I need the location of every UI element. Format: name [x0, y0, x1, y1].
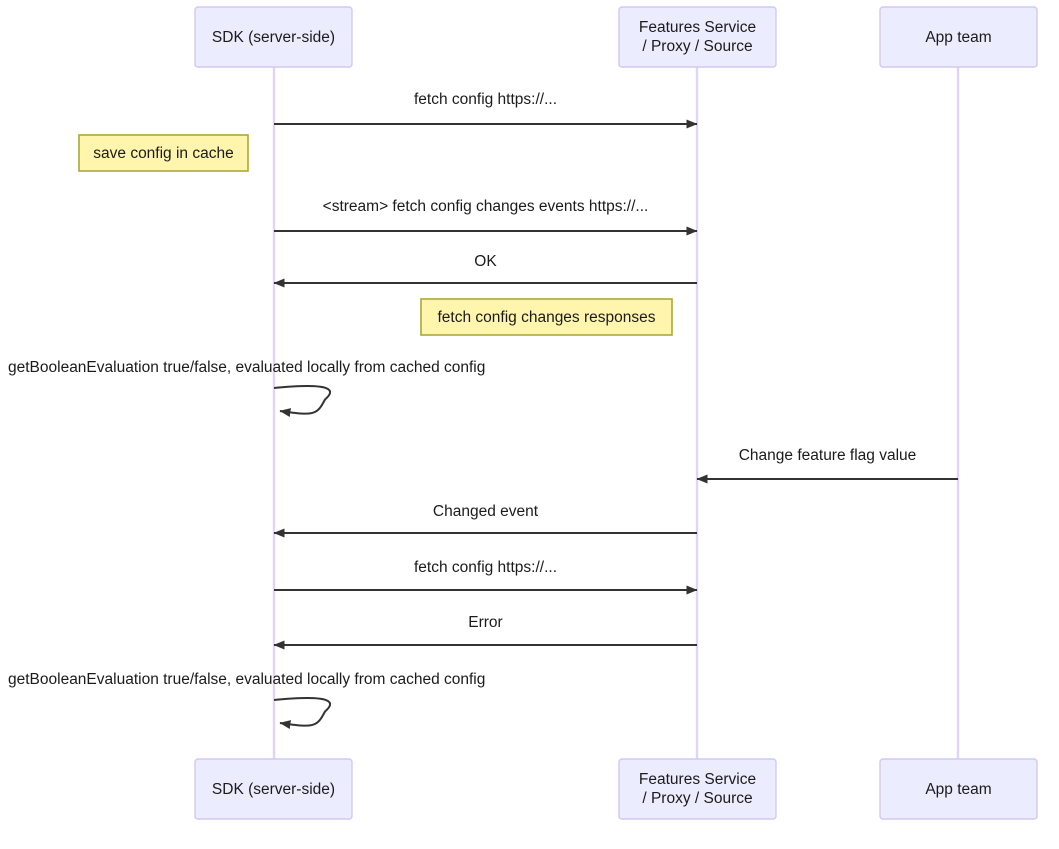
- note-label-n1: save config in cache: [93, 145, 233, 162]
- note-box-n1[interactable]: [78, 134, 249, 172]
- actor-box-sdk-bottom[interactable]: [194, 758, 353, 820]
- self-messages-group: getBooleanEvaluation true/false, evaluat…: [8, 359, 485, 729]
- lifelines-group: [272, 67, 960, 759]
- actor-box-appteam-bottom[interactable]: [879, 758, 1038, 820]
- actor-label-sdk-top: SDK (server-side): [212, 29, 335, 46]
- actor-label-sdk-bottom: SDK (server-side): [212, 781, 335, 798]
- actor-boxes-bottom: SDK (server-side) Features Service / Proxy…: [194, 758, 1038, 820]
- actor-box-sdk-top[interactable]: [194, 6, 353, 68]
- actor-label-appteam-top: App team: [925, 29, 991, 46]
- message-label-m6: fetch config https://...: [414, 559, 557, 576]
- actor-box-appteam-top[interactable]: [879, 6, 1038, 68]
- message-label-m2: <stream> fetch config changes events htt…: [323, 198, 649, 215]
- message-label-m1: fetch config https://...: [414, 91, 557, 108]
- actor-boxes-top: SDK (server-side) Features Service / Proxy…: [194, 6, 1038, 68]
- message-label-m4: Change feature flag value: [739, 447, 917, 464]
- actor-box-features-bottom[interactable]: [618, 758, 777, 820]
- actor-label-features-top-line2: / Proxy / Source: [642, 38, 752, 55]
- self-message-label-s2: getBooleanEvaluation true/false, evaluat…: [8, 671, 485, 688]
- self-message-loop-s1: [273, 385, 332, 417]
- note-label-n2: fetch config changes responses: [438, 309, 656, 326]
- self-message-loop-s2: [273, 697, 332, 729]
- actor-label-appteam-bottom: App team: [925, 781, 991, 798]
- actor-label-features-bottom-line2: / Proxy / Source: [642, 790, 752, 807]
- notes-group: save config in cache fetch config changes…: [78, 134, 673, 336]
- message-label-m3: OK: [474, 253, 497, 270]
- messages-group: fetch config https://... <stream> fetch c…: [273, 91, 958, 650]
- self-message-label-s1: getBooleanEvaluation true/false, evaluat…: [8, 359, 485, 376]
- message-label-m7: Error: [468, 614, 502, 631]
- actor-label-features-bottom: Features Service: [639, 771, 756, 788]
- message-label-m5: Changed event: [433, 503, 539, 520]
- note-box-n2[interactable]: [420, 298, 673, 336]
- actor-box-features-top[interactable]: [618, 6, 777, 68]
- actor-label-features-top: Features Service: [639, 19, 756, 36]
